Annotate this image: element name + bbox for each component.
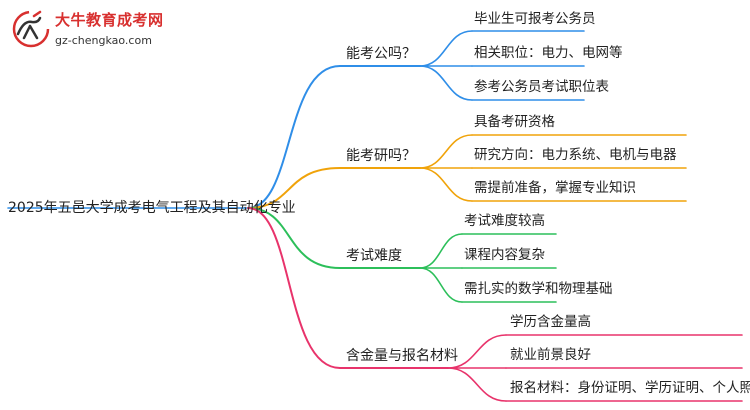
leaf-connector-2-1 [419,134,473,169]
logo: 大牛教育成考网 gz-chengkao.com [10,8,163,52]
leaf-postgrad-1: 具备考研资格 [474,114,555,130]
leaf-connector-1-3 [419,65,473,101]
branch-connector-2 [247,167,341,209]
leaf-civil-service-2: 相关职位：电力、电网等 [474,45,623,61]
leaf-connector-3-3 [419,267,463,303]
leaf-difficulty-1: 考试难度较高 [464,213,545,229]
root-topic: 2025年五邑大学成考电气工程及其自动化专业 [8,200,296,216]
leaf-connector-4-3 [447,367,507,402]
leaf-value-materials-3: 报名材料：身份证明、学历证明、个人照片等 [510,380,750,396]
leaf-difficulty-3: 需扎实的数学和物理基础 [464,281,613,297]
leaf-connector-2-3 [419,167,473,202]
logo-url: gz-chengkao.com [55,34,152,47]
branch-label-difficulty: 考试难度 [346,248,402,264]
branch-connector-1 [247,65,341,209]
leaf-value-materials-1: 学历含金量高 [510,314,591,330]
leaf-civil-service-3: 参考公务员考试职位表 [474,79,609,95]
branch-connector-3 [247,207,341,269]
branch-label-value-materials: 含金量与报名材料 [346,348,458,364]
branch-label-postgrad: 能考研吗？ [346,148,416,164]
leaf-civil-service-1: 毕业生可报考公务员 [474,11,596,27]
logo-site-name: 大牛教育成考网 [55,11,164,29]
leaf-connector-4-1 [447,334,507,369]
leaf-postgrad-3: 需提前准备，掌握专业知识 [474,180,636,196]
branch-label-civil-service: 能考公吗？ [346,46,416,62]
leaf-difficulty-2: 课程内容复杂 [464,247,545,263]
leaf-connector-3-1 [419,233,463,269]
branch-connector-4 [247,207,341,369]
leaf-value-materials-2: 就业前景良好 [510,347,591,363]
leaf-postgrad-2: 研究方向：电力系统、电机与电器 [474,147,677,163]
logo-mark-icon [12,10,50,48]
leaf-connector-1-1 [419,30,473,67]
